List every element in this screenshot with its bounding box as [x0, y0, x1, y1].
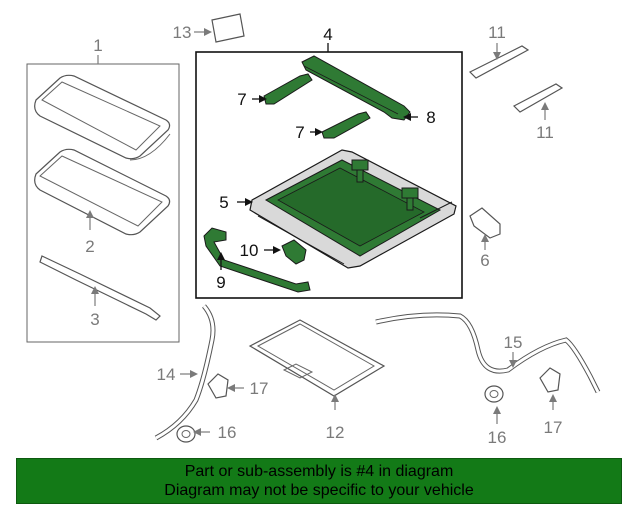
sunroof-glass-upper: [34, 74, 171, 161]
arrow-16a: [193, 428, 201, 436]
sunroof-frame-part-5: [249, 149, 457, 269]
arrow-7a: [259, 95, 267, 103]
disclaimer-line-2: Diagram may not be specific to your vehi…: [164, 482, 474, 499]
sunshade-part-12: [248, 319, 386, 397]
callout-16b: 16: [488, 428, 507, 447]
disclaimer-banner: Part or sub-assembly is #4 in diagram Di…: [16, 458, 622, 504]
callout-6: 6: [480, 251, 489, 270]
arrow-9: [217, 252, 225, 260]
arrow-3: [91, 286, 99, 294]
callout-13: 13: [173, 23, 192, 42]
callout-7b: 7: [295, 123, 304, 142]
weatherstrip-part-3: [39, 255, 161, 321]
callout-2: 2: [85, 237, 94, 256]
callout-4: 4: [323, 25, 332, 44]
drive-part-10: [281, 239, 307, 265]
callout-3: 3: [90, 310, 99, 329]
arrow-5: [245, 198, 253, 206]
arrow-17b: [549, 394, 557, 402]
callout-17b: 17: [544, 418, 563, 437]
bolt-icon-lower: [401, 187, 419, 211]
drain-hose-part-15: [375, 312, 601, 394]
strip-part-11-upper: [468, 45, 530, 79]
part-1-group-box: [26, 63, 180, 343]
callout-14: 14: [157, 365, 176, 384]
callout-11b: 11: [536, 123, 554, 142]
arrow-11a: [493, 52, 501, 60]
arrow-15: [509, 360, 517, 368]
arrow-16b: [493, 406, 501, 414]
callout-9: 9: [216, 273, 225, 292]
callout-12: 12: [326, 423, 345, 442]
arrow-8: [403, 113, 411, 121]
arrow-13: [204, 28, 212, 36]
bracket-part-7-upper: [263, 73, 313, 105]
pad-part-13: [211, 13, 245, 43]
callout-1: 1: [93, 36, 102, 55]
callout-5: 5: [219, 193, 228, 212]
arrow-14: [190, 370, 198, 378]
clip-part-17-right: [539, 367, 561, 393]
arrow-17a: [227, 384, 235, 392]
grommet-part-16-right: [484, 385, 504, 403]
callout-11a: 11: [488, 23, 506, 42]
bracket-part-6: [469, 207, 501, 239]
bracket-part-7-lower: [321, 111, 371, 139]
grommet-part-16-left: [176, 425, 196, 443]
sunroof-glass-lower: [34, 148, 171, 236]
callout-7a: 7: [237, 90, 246, 109]
front-rail-part-4: [301, 55, 411, 121]
arrow-2: [86, 210, 94, 218]
arrow-10: [273, 246, 281, 254]
bolt-icon-upper: [351, 159, 369, 183]
arrow-7b: [315, 128, 323, 136]
arrow-6: [481, 234, 489, 242]
callout-15: 15: [504, 333, 523, 352]
disclaimer-line-1: Part or sub-assembly is #4 in diagram: [184, 463, 454, 480]
callout-17a: 17: [250, 379, 269, 398]
callout-8: 8: [426, 108, 435, 127]
callout-16a: 16: [218, 423, 237, 442]
arrow-11b: [541, 102, 549, 110]
part-4-assembly-box: [195, 51, 463, 299]
arrow-12: [331, 394, 339, 402]
clip-part-17-left: [207, 373, 229, 399]
rail-part-9: [203, 227, 311, 293]
callout-10: 10: [240, 241, 259, 260]
strip-part-11-lower: [512, 83, 564, 113]
